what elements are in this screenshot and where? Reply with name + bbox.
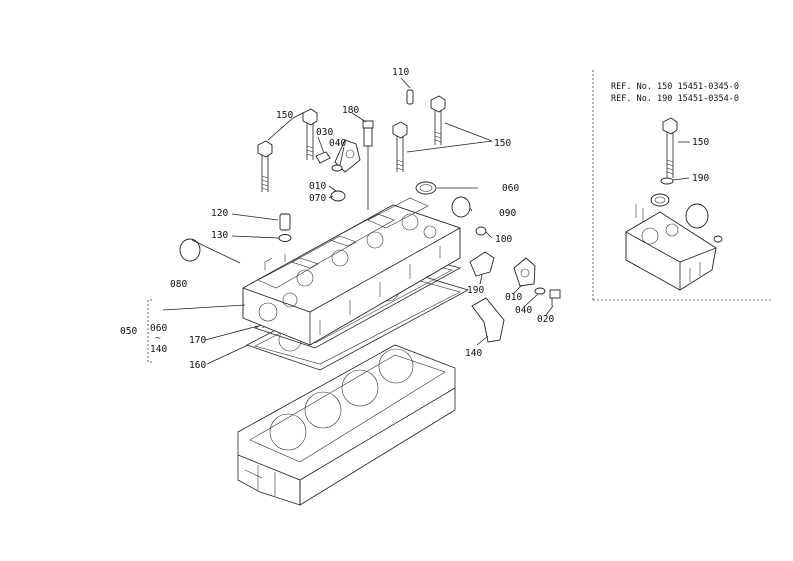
callout-170: 170 xyxy=(189,335,206,346)
group-tilde: ~ xyxy=(155,333,161,344)
callout-140-cover: 140 xyxy=(465,348,482,359)
callout-040-top: 040 xyxy=(329,138,346,149)
head-bolts-150 xyxy=(257,95,446,192)
callout-120: 120 xyxy=(211,208,228,219)
engine-block xyxy=(237,344,456,506)
callout-040-right: 040 xyxy=(515,305,532,316)
callout-160: 160 xyxy=(189,360,206,371)
callout-010-right: 010 xyxy=(505,292,522,303)
cover-140 xyxy=(471,297,505,343)
callout-060-top: 060 xyxy=(502,183,519,194)
inset-ref-header: REF. No. 150 15451-0345-0 REF. No. 190 1… xyxy=(611,82,739,104)
leader-lines xyxy=(162,77,554,365)
inset-callout-150: 150 xyxy=(692,137,709,148)
inset-border xyxy=(592,70,772,301)
callout-180: 180 xyxy=(342,105,359,116)
plug-080 xyxy=(179,238,201,262)
inset-callout-190: 190 xyxy=(692,173,709,184)
callout-100: 100 xyxy=(495,234,512,245)
callout-190: 190 xyxy=(467,285,484,296)
callout-020: 020 xyxy=(537,314,554,325)
callout-110: 110 xyxy=(392,67,409,78)
pin-110 xyxy=(406,89,414,105)
callout-030: 030 xyxy=(316,127,333,138)
inset-drawing xyxy=(625,117,723,291)
fitting-100 xyxy=(475,226,487,236)
ref-line-150: REF. No. 150 15451-0345-0 xyxy=(611,82,739,92)
plug-090 xyxy=(451,196,471,218)
callout-080: 080 xyxy=(170,279,187,290)
callout-150-right: 150 xyxy=(494,138,511,149)
callout-010-top: 010 xyxy=(309,181,326,192)
ref-line-190: REF. No. 190 15451-0354-0 xyxy=(611,94,739,104)
callout-130: 130 xyxy=(211,230,228,241)
sleeve-120 xyxy=(278,213,292,242)
group-bracket-050 xyxy=(147,299,152,363)
hanger-bracket-right xyxy=(469,251,561,306)
hanger-bracket-top xyxy=(315,139,361,173)
seal-060-top xyxy=(330,181,437,202)
callout-090: 090 xyxy=(499,208,516,219)
callout-060-group: 060 xyxy=(150,323,167,334)
cylinder-head xyxy=(242,197,461,346)
callout-150-left: 150 xyxy=(276,110,293,121)
callout-070: 070 xyxy=(309,193,326,204)
callout-labels: 110 150 180 030 040 150 060 010 070 090 … xyxy=(120,67,709,371)
callout-140-group: 140 xyxy=(150,344,167,355)
fitting-180 xyxy=(362,120,374,210)
callout-050: 050 xyxy=(120,326,137,337)
